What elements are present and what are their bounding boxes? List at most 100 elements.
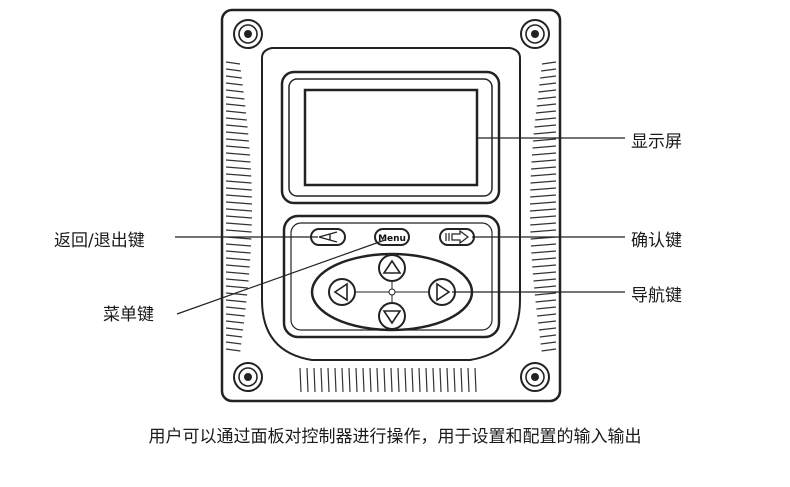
housing-rib — [530, 173, 557, 177]
right-arrow-icon — [436, 282, 451, 302]
housing-rib — [536, 306, 557, 310]
housing-rib — [537, 96, 557, 100]
housing-rib — [225, 285, 248, 289]
housing-rib — [529, 201, 557, 205]
housing-rib — [530, 222, 557, 226]
housing-rib — [533, 131, 557, 135]
housing-rib — [460, 367, 463, 393]
menu-leader-line — [176, 239, 386, 315]
housing-rib — [225, 145, 250, 149]
housing-rib — [530, 229, 557, 233]
housing-rib — [225, 257, 251, 261]
confirm-key[interactable] — [439, 228, 475, 246]
housing-rib — [541, 348, 557, 352]
housing-rib — [225, 250, 251, 254]
housing-rib — [537, 313, 557, 317]
housing-rib — [541, 61, 557, 65]
housing-rib — [539, 82, 557, 86]
housing-rib — [540, 341, 557, 345]
menu-key-callout-label: 菜单键 — [103, 305, 154, 325]
nav-right-key[interactable] — [428, 278, 456, 306]
housing-rib — [533, 278, 557, 282]
housing-rib — [225, 215, 252, 219]
housing-rib — [355, 367, 358, 393]
housing-rib — [225, 180, 252, 184]
housing-rib — [225, 243, 252, 247]
housing-rib — [320, 367, 323, 393]
nav-left-key[interactable] — [328, 278, 356, 306]
housing-rib — [439, 367, 442, 393]
housing-rib — [225, 89, 244, 93]
display-screen — [303, 88, 479, 187]
housing-rib — [225, 166, 251, 170]
housing-rib — [404, 367, 407, 393]
screw-icon — [520, 19, 550, 49]
left-ribs — [225, 61, 477, 393]
caption: 用户可以通过面板对控制器进行操作，用于设置和配置的输入输出 — [148, 427, 642, 447]
housing-rib — [474, 367, 477, 393]
nav-key-label: 导航键 — [631, 286, 682, 306]
housing-rib — [225, 194, 252, 198]
housing-rib — [225, 159, 251, 163]
housing-rib — [225, 348, 241, 352]
housing-rib — [341, 367, 344, 393]
housing-rib — [225, 61, 241, 65]
housing-rib — [225, 201, 253, 205]
screw-icon — [233, 19, 263, 49]
housing-rib — [225, 327, 244, 331]
housing-rib — [530, 215, 557, 219]
housing-rib — [530, 194, 557, 198]
housing-rib — [532, 264, 557, 268]
housing-rib — [540, 75, 557, 79]
nav-down-key[interactable] — [378, 302, 406, 330]
housing-rib — [467, 367, 470, 393]
housing-rib — [534, 292, 557, 296]
housing-rib — [369, 367, 372, 393]
housing-rib — [225, 278, 249, 282]
housing-rib — [306, 367, 309, 393]
housing-rib — [225, 222, 252, 226]
housing-rib — [362, 367, 365, 393]
housing-rib — [529, 208, 557, 212]
nav-up-key[interactable] — [378, 254, 406, 282]
housing-rib — [225, 103, 246, 107]
housing-rib — [225, 264, 250, 268]
housing-rib — [531, 257, 557, 261]
housing-rib — [313, 367, 316, 393]
housing-rib — [534, 285, 557, 289]
housing-rib — [225, 299, 247, 303]
housing-rib — [537, 320, 557, 324]
housing-rib — [535, 117, 557, 121]
housing-rib — [225, 96, 245, 100]
housing-rib — [425, 367, 428, 393]
housing-rib — [533, 138, 557, 142]
housing-rib — [531, 166, 557, 170]
up-arrow-icon — [382, 259, 402, 274]
housing-rib — [432, 367, 435, 393]
housing-rib — [536, 103, 557, 107]
housing-rib — [411, 367, 414, 393]
housing-rib — [225, 229, 252, 233]
housing-rib — [390, 367, 393, 393]
confirm-arrow-icon — [445, 229, 469, 245]
housing-rib — [531, 159, 557, 163]
housing-rib — [539, 334, 557, 338]
housing-rib — [334, 367, 337, 393]
housing-rib — [531, 152, 557, 156]
housing-rib — [225, 341, 242, 345]
housing-rib — [225, 124, 248, 128]
housing-rib — [225, 131, 249, 135]
housing-rib — [225, 173, 252, 177]
housing-rib — [225, 117, 247, 121]
display-label: 显示屏 — [631, 132, 682, 152]
confirm-key-label: 确认键 — [631, 231, 682, 251]
menu-key[interactable]: Menu — [374, 228, 410, 246]
housing-rib — [538, 89, 557, 93]
screw-icon — [520, 362, 550, 392]
housing-rib — [225, 68, 241, 72]
housing-rib — [534, 124, 557, 128]
housing-rib — [348, 367, 351, 393]
housing-rib — [538, 327, 557, 331]
down-arrow-icon — [382, 310, 402, 325]
